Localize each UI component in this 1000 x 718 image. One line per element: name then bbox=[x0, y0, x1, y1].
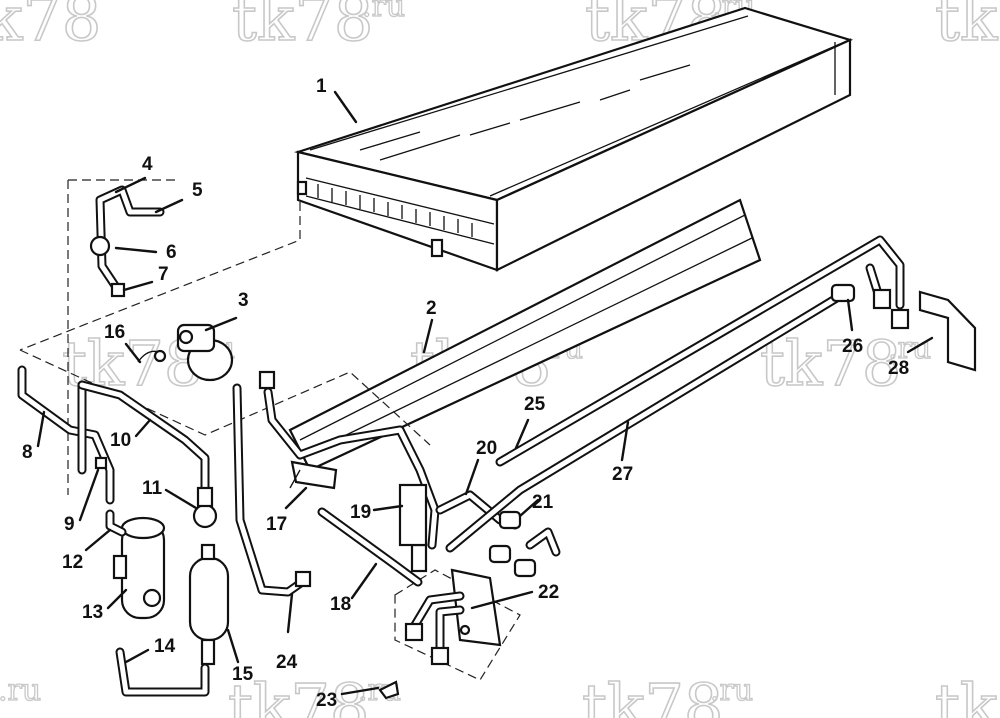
callout-19: 19 bbox=[350, 502, 371, 523]
callout-22: 22 bbox=[538, 582, 559, 603]
watermark-suffix: .ru bbox=[362, 0, 405, 24]
callout-17: 17 bbox=[266, 514, 287, 535]
callout-15: 15 bbox=[232, 664, 254, 685]
callout-9: 9 bbox=[64, 514, 75, 535]
clip bbox=[378, 680, 400, 700]
liquid-line-upper bbox=[89, 185, 165, 298]
callout-28: 28 bbox=[888, 358, 909, 379]
callout-20: 20 bbox=[476, 438, 497, 459]
watermark-suffix: .ru bbox=[710, 673, 753, 708]
watermark-suffix: .ru bbox=[0, 673, 41, 708]
callout-12: 12 bbox=[62, 552, 83, 573]
callout-10: 10 bbox=[110, 430, 131, 451]
callout-1: 1 bbox=[316, 76, 327, 97]
watermark: tk78 bbox=[582, 670, 723, 718]
callout-25: 25 bbox=[524, 394, 546, 415]
callout-4: 4 bbox=[142, 154, 153, 175]
callout-18: 18 bbox=[330, 594, 351, 615]
coil-fins bbox=[317, 184, 473, 237]
expansion-valve bbox=[176, 323, 234, 382]
callout-26: 26 bbox=[842, 336, 863, 357]
bracket-set bbox=[317, 483, 428, 587]
evaporator-duct bbox=[288, 198, 762, 490]
filter-drier bbox=[188, 543, 230, 666]
callout-16: 16 bbox=[104, 322, 125, 343]
watermark: tk78 bbox=[0, 0, 101, 55]
watermark: tk78 bbox=[935, 0, 1000, 55]
watermark: tk78 bbox=[935, 670, 1000, 718]
receiver-tank bbox=[105, 509, 166, 620]
callout-5: 5 bbox=[192, 180, 203, 201]
callout-3: 3 bbox=[238, 290, 249, 311]
callout-6: 6 bbox=[166, 242, 177, 263]
lower-line bbox=[115, 647, 210, 697]
callout-21: 21 bbox=[532, 492, 554, 513]
callout-13: 13 bbox=[82, 602, 103, 623]
callout-8: 8 bbox=[22, 442, 33, 463]
service-valve bbox=[192, 486, 218, 529]
callout-27: 27 bbox=[612, 464, 633, 485]
suction-hose bbox=[232, 370, 440, 597]
callout-14: 14 bbox=[154, 636, 176, 657]
callout-24: 24 bbox=[276, 652, 298, 673]
watermark: tk78 bbox=[760, 327, 901, 400]
watermark-suffix: .ru bbox=[888, 331, 931, 366]
callout-2: 2 bbox=[426, 298, 437, 319]
callout-leaders bbox=[36, 90, 934, 696]
discharge-lines bbox=[445, 235, 910, 553]
mounting-bracket bbox=[918, 290, 977, 372]
sensing-bulb bbox=[137, 349, 167, 363]
watermark: tk78 bbox=[232, 0, 373, 55]
condenser-coil-assembly bbox=[293, 6, 854, 272]
callout-labels: 1 2 3 4 5 6 7 8 9 10 11 12 13 14 15 16 1… bbox=[22, 76, 909, 711]
callout-7: 7 bbox=[158, 264, 169, 285]
callout-23: 23 bbox=[316, 690, 337, 711]
left-hose-set bbox=[17, 365, 210, 505]
callout-11: 11 bbox=[142, 478, 163, 499]
